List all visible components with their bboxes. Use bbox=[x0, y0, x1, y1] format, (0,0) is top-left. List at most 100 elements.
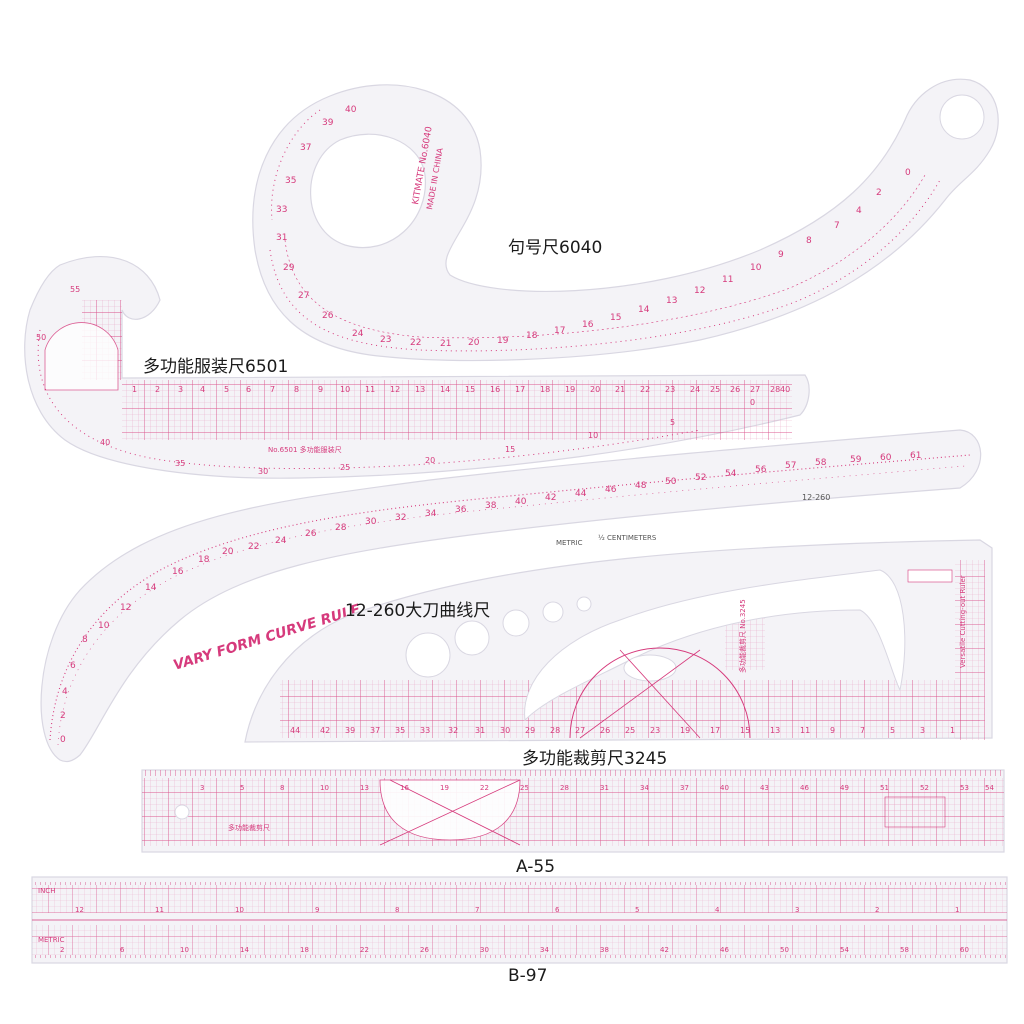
svg-text:49: 49 bbox=[840, 784, 849, 792]
svg-text:30: 30 bbox=[258, 467, 268, 476]
svg-text:18: 18 bbox=[300, 946, 309, 954]
svg-text:4: 4 bbox=[62, 687, 68, 697]
svg-text:27: 27 bbox=[575, 726, 585, 735]
svg-text:19: 19 bbox=[497, 336, 509, 346]
ruler-3245: Versatile Cutting-out Ruler 多功能裁剪尺 No.32… bbox=[244, 539, 993, 743]
svg-text:22: 22 bbox=[360, 946, 369, 954]
svg-text:55: 55 bbox=[70, 285, 80, 294]
svg-text:21: 21 bbox=[615, 385, 625, 394]
svg-text:46: 46 bbox=[720, 946, 729, 954]
svg-text:5: 5 bbox=[670, 418, 675, 427]
svg-text:43: 43 bbox=[760, 784, 769, 792]
svg-text:14: 14 bbox=[440, 385, 450, 394]
svg-text:32: 32 bbox=[395, 513, 406, 523]
svg-text:23: 23 bbox=[650, 726, 660, 735]
svg-text:38: 38 bbox=[600, 946, 609, 954]
svg-text:7: 7 bbox=[860, 726, 865, 735]
svg-text:15: 15 bbox=[505, 445, 515, 454]
svg-text:34: 34 bbox=[640, 784, 649, 792]
svg-text:11: 11 bbox=[365, 385, 375, 394]
svg-text:13: 13 bbox=[770, 726, 780, 735]
svg-text:9: 9 bbox=[778, 250, 784, 260]
svg-text:26: 26 bbox=[730, 385, 740, 394]
svg-text:39: 39 bbox=[345, 726, 355, 735]
svg-text:29: 29 bbox=[525, 726, 535, 735]
model-12-260-mark: 12-260 bbox=[802, 493, 830, 502]
svg-text:0: 0 bbox=[905, 168, 911, 178]
label-ruler-b97: B-97 bbox=[508, 966, 548, 986]
svg-text:3: 3 bbox=[795, 906, 799, 914]
svg-text:28: 28 bbox=[560, 784, 569, 792]
svg-text:52: 52 bbox=[920, 784, 929, 792]
svg-text:61: 61 bbox=[910, 451, 921, 461]
svg-text:54: 54 bbox=[725, 469, 737, 479]
svg-text:56: 56 bbox=[755, 465, 767, 475]
svg-text:27: 27 bbox=[750, 385, 760, 394]
svg-text:11: 11 bbox=[155, 906, 164, 914]
svg-text:8: 8 bbox=[294, 385, 299, 394]
svg-text:31: 31 bbox=[475, 726, 485, 735]
svg-text:18: 18 bbox=[198, 555, 210, 565]
svg-text:3: 3 bbox=[178, 385, 183, 394]
svg-text:58: 58 bbox=[900, 946, 909, 954]
ruler-6040-body bbox=[252, 78, 999, 362]
svg-text:12: 12 bbox=[75, 906, 84, 914]
svg-text:58: 58 bbox=[815, 458, 827, 468]
svg-text:2: 2 bbox=[876, 188, 882, 198]
svg-text:22: 22 bbox=[480, 784, 489, 792]
svg-text:6: 6 bbox=[120, 946, 125, 954]
svg-text:35: 35 bbox=[395, 726, 405, 735]
svg-text:33: 33 bbox=[276, 205, 287, 215]
svg-text:13: 13 bbox=[415, 385, 425, 394]
svg-text:19: 19 bbox=[440, 784, 449, 792]
svg-text:20: 20 bbox=[590, 385, 600, 394]
svg-text:8: 8 bbox=[280, 784, 284, 792]
svg-text:10: 10 bbox=[750, 263, 762, 273]
svg-text:21: 21 bbox=[440, 339, 451, 349]
svg-text:13: 13 bbox=[666, 296, 677, 306]
svg-text:10: 10 bbox=[98, 621, 110, 631]
ruler-12-260-body bbox=[40, 429, 982, 763]
svg-text:2: 2 bbox=[60, 711, 66, 721]
svg-text:52: 52 bbox=[695, 473, 706, 483]
svg-text:60: 60 bbox=[960, 946, 969, 954]
svg-text:26: 26 bbox=[600, 726, 610, 735]
svg-text:7: 7 bbox=[270, 385, 275, 394]
svg-text:1: 1 bbox=[955, 906, 959, 914]
svg-text:4: 4 bbox=[200, 385, 205, 394]
svg-text:34: 34 bbox=[540, 946, 549, 954]
svg-text:40: 40 bbox=[345, 105, 357, 115]
svg-text:24: 24 bbox=[690, 385, 700, 394]
svg-text:57: 57 bbox=[785, 461, 796, 471]
svg-text:16: 16 bbox=[582, 320, 594, 330]
svg-text:30: 30 bbox=[500, 726, 510, 735]
model-3245-mark: 多功能裁剪尺 No.3245 bbox=[738, 599, 747, 673]
svg-text:35: 35 bbox=[175, 459, 185, 468]
svg-text:9: 9 bbox=[315, 906, 319, 914]
svg-text:40: 40 bbox=[780, 385, 790, 394]
svg-text:42: 42 bbox=[320, 726, 330, 735]
svg-text:14: 14 bbox=[240, 946, 249, 954]
svg-text:24: 24 bbox=[352, 329, 364, 339]
svg-text:44: 44 bbox=[575, 489, 587, 499]
svg-text:26: 26 bbox=[420, 946, 429, 954]
svg-text:59: 59 bbox=[850, 455, 862, 465]
svg-text:4: 4 bbox=[715, 906, 720, 914]
svg-text:32: 32 bbox=[448, 726, 458, 735]
svg-text:50: 50 bbox=[36, 333, 46, 342]
svg-text:22: 22 bbox=[410, 338, 421, 348]
label-ruler-12-260: 12-260大刀曲线尺 bbox=[345, 601, 491, 621]
svg-text:12: 12 bbox=[390, 385, 400, 394]
svg-text:3: 3 bbox=[200, 784, 204, 792]
svg-text:10: 10 bbox=[180, 946, 189, 954]
svg-text:50: 50 bbox=[780, 946, 789, 954]
svg-text:26: 26 bbox=[322, 311, 334, 321]
svg-text:33: 33 bbox=[420, 726, 430, 735]
